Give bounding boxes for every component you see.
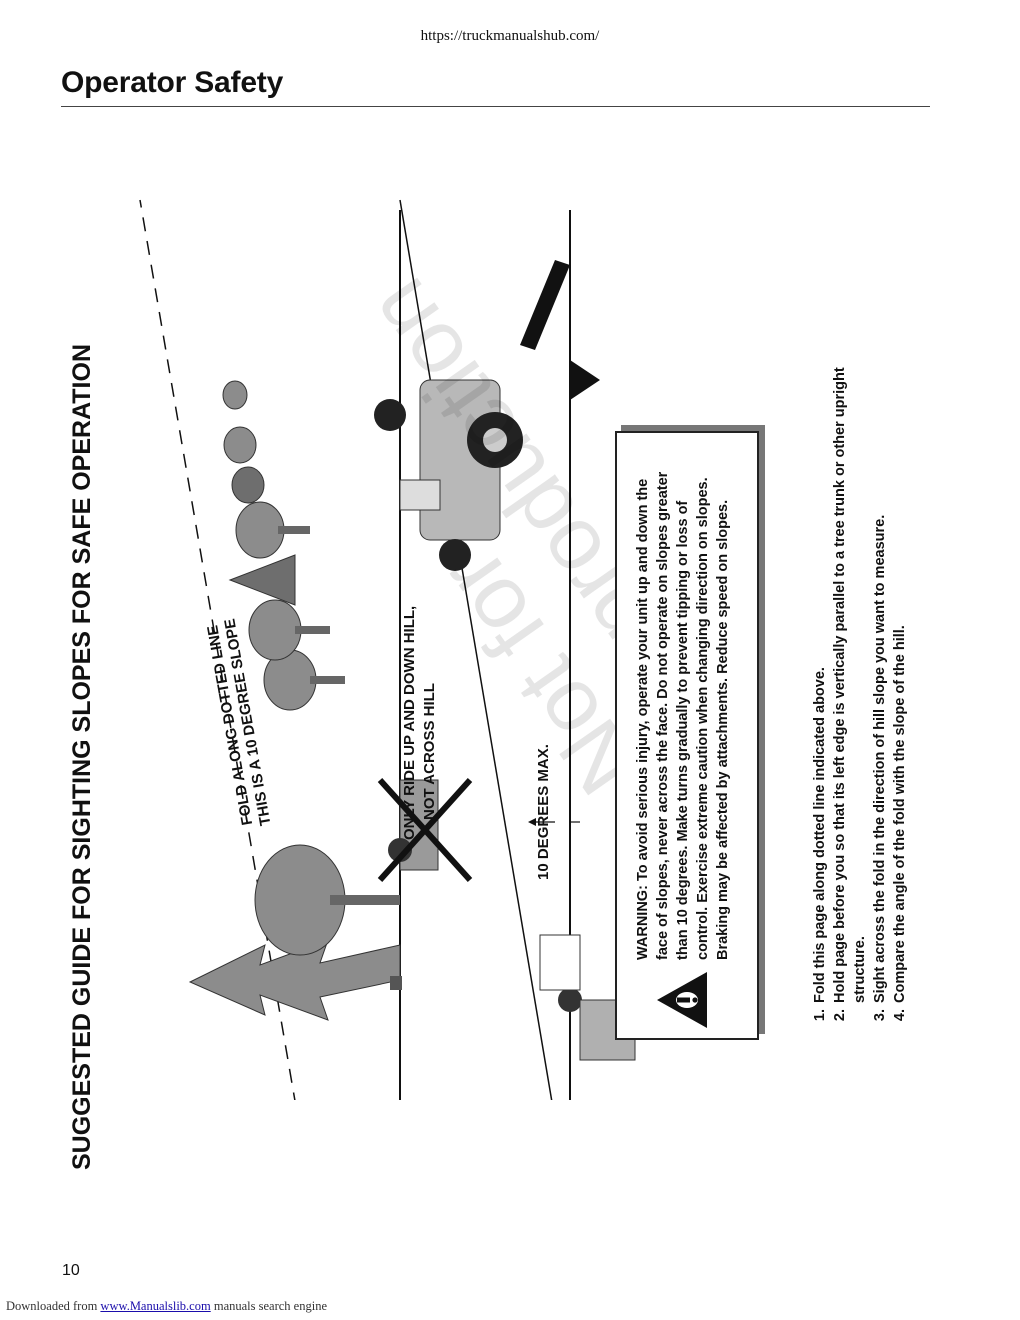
crossed-rider-icon <box>377 777 473 883</box>
ride-label-line-2: NOT ACROSS HILL <box>421 683 438 820</box>
footer-prefix: Downloaded from <box>6 1299 101 1313</box>
degree-marker-icon <box>528 818 580 826</box>
instruction-step: Hold page before you so that its left ed… <box>830 305 870 1005</box>
footer-suffix: manuals search engine <box>210 1299 327 1313</box>
guide-heading: SUGGESTED GUIDE FOR SIGHTING SLOPES FOR … <box>68 343 96 1170</box>
source-url: https://truckmanualshub.com/ <box>420 28 600 44</box>
fold-instructions-list: Fold this page along dotted line indicat… <box>810 305 910 1025</box>
instruction-step: Sight across the fold in the direction o… <box>870 305 890 1005</box>
instruction-step: Fold this page along dotted line indicat… <box>810 305 830 1005</box>
slope-guide-panel: SUGGESTED GUIDE FOR SIGHTING SLOPES FOR … <box>60 140 910 1170</box>
tree-round-icon <box>254 844 400 956</box>
downhill-arrow-icon <box>520 260 600 400</box>
tree-pine-icon <box>188 939 402 1021</box>
page-number: 10 <box>62 1262 80 1279</box>
slope-ground-line <box>399 199 556 1100</box>
download-footer: Downloaded from www.Manualslib.com manua… <box>6 1299 327 1314</box>
title-divider <box>61 106 930 107</box>
warning-box: WARNING: To avoid serious injury, operat… <box>615 431 759 1040</box>
warning-message: WARNING: To avoid serious injury, operat… <box>633 450 733 960</box>
page-title: Operator Safety <box>61 66 284 99</box>
warning-triangle-icon <box>657 972 707 1028</box>
instruction-step: Compare the angle of the fold with the s… <box>890 305 910 1005</box>
ride-label-line-1: ONLY RIDE UP AND DOWN HILL, <box>401 605 418 840</box>
manualslib-link[interactable]: www.Manualslib.com <box>100 1299 211 1313</box>
riding-mower-icon <box>374 379 523 571</box>
ride-direction-label: ONLY RIDE UP AND DOWN HILL, NOT ACROSS H… <box>400 606 440 840</box>
warning-label: WARNING: <box>635 885 651 960</box>
slope-illustration <box>139 199 636 1100</box>
tree-small-group-icon <box>222 380 345 711</box>
